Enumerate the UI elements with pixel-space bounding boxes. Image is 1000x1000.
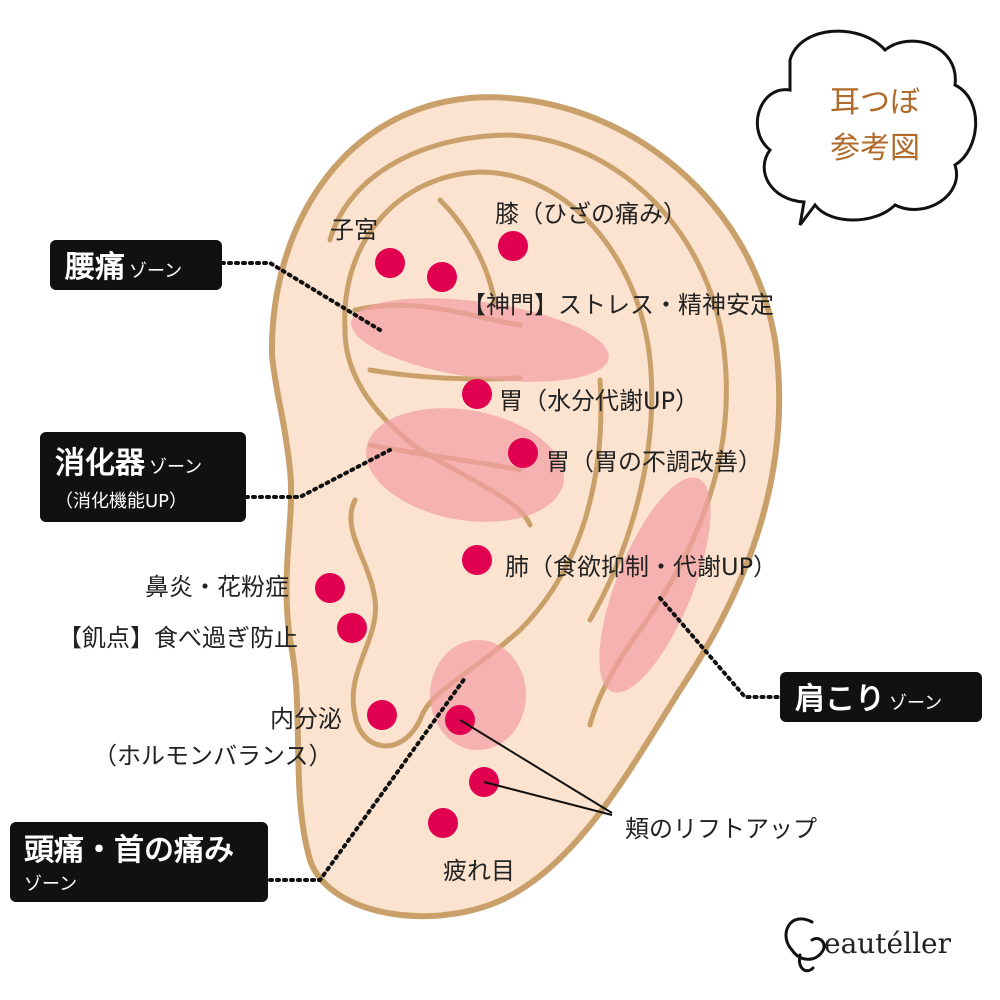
- point-nose: [315, 573, 345, 603]
- label-hunger: 【飢点】食べ過ぎ防止: [58, 624, 298, 652]
- zone-dotted-lines: [220, 261, 782, 882]
- label-lung: 肺（食欲抑制・代謝UP）: [505, 553, 777, 581]
- label-endocrine: 内分泌: [270, 705, 342, 733]
- cheek-leader-2: [483, 781, 613, 816]
- point-endocrine: [367, 700, 397, 730]
- digestive-zone-suffix: ゾーン: [149, 457, 202, 478]
- label-nose: 鼻炎・花粉症: [145, 573, 289, 601]
- point-shenmen: [427, 262, 457, 292]
- digestive-zone-label: 消化器ゾーン （消化機能UP）: [40, 432, 246, 522]
- lumbar-zone-area: [351, 298, 609, 382]
- label-stomach-upset: 胃（胃の不調改善）: [546, 448, 762, 476]
- point-lung: [462, 545, 492, 575]
- headache-dotted-line: [268, 676, 467, 882]
- label-endocrine-sub: （ホルモンバランス）: [93, 742, 333, 770]
- lumbar-dotted-line: [220, 261, 382, 332]
- point-stomach-upset: [508, 438, 538, 468]
- brand-name: eautéller: [824, 927, 952, 960]
- label-eye: 疲れ目: [443, 857, 515, 885]
- bubble-title-line1: 耳つぼ: [830, 85, 920, 120]
- label-knee: 膝（ひざの痛み）: [495, 200, 687, 228]
- label-uterus: 子宮: [330, 216, 378, 244]
- cheek-leader-1: [459, 719, 613, 814]
- shoulder-zone-label: 肩こりゾーン: [780, 672, 982, 722]
- leader-lines: [459, 719, 613, 816]
- label-stomach-water: 胃（水分代謝UP）: [499, 387, 699, 415]
- headache-zone-area: [430, 640, 526, 750]
- label-shenmen: 【神門】ストレス・精神安定: [462, 291, 774, 319]
- lumbar-zone-suffix: ゾーン: [129, 261, 182, 282]
- lumbar-zone-main: 腰痛: [65, 250, 125, 285]
- brand-logo: eautéller: [784, 917, 952, 973]
- headache-zone-label: 頭痛・首の痛み ゾーン: [10, 822, 268, 902]
- label-cheek: 頬のリフトアップ: [625, 815, 817, 843]
- point-uterus: [375, 248, 405, 278]
- brand-swirl-icon: [784, 917, 826, 973]
- digestive-zone-main: 消化器: [55, 446, 146, 481]
- shoulder-zone-area: [599, 477, 711, 693]
- shoulder-zone-suffix: ゾーン: [889, 693, 942, 714]
- digestive-dotted-line: [244, 448, 392, 499]
- bubble-title-line2: 参考図: [830, 131, 920, 166]
- speech-bubble: [755, 29, 978, 226]
- zones: [351, 298, 711, 750]
- shoulder-dotted-line: [658, 596, 782, 699]
- point-hunger: [337, 613, 367, 643]
- shoulder-zone-main: 肩こり: [795, 682, 885, 717]
- point-stomach-water: [462, 379, 492, 409]
- headache-zone-main: 頭痛・首の痛み: [24, 833, 234, 868]
- point-knee: [498, 231, 528, 261]
- digestive-zone-area: [366, 408, 564, 522]
- point-eye: [428, 808, 458, 838]
- headache-zone-suffix: ゾーン: [24, 874, 77, 895]
- lumbar-zone-label: 腰痛ゾーン: [50, 240, 222, 290]
- digestive-zone-sub: （消化機能UP）: [55, 491, 187, 512]
